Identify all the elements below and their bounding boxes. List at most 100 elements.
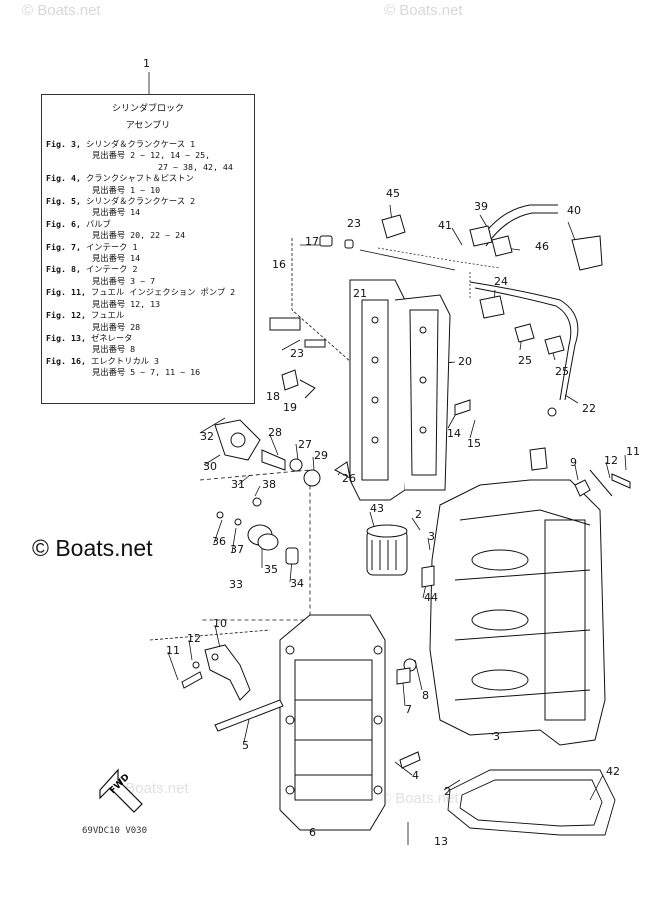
legend-fig-ref: Fig. 5, <box>46 196 81 207</box>
callout-number: 30 <box>203 460 217 473</box>
callout-number: 2 <box>444 785 451 798</box>
legend-fig-ref: Fig. 6, <box>46 218 81 229</box>
legend-row: 見出番号 5 ~ 7, 11 ~ 16 <box>92 367 201 378</box>
legend-fig-ref: Fig. 7, <box>46 241 81 252</box>
callout-number: 12 <box>187 632 201 645</box>
legend-row: 見出番号 2 ~ 12, 14 ~ 25, <box>92 150 211 161</box>
legend-row: 27 ~ 38, 42, 44 <box>158 161 233 172</box>
legend-title-line1: シリンダブロック <box>111 104 184 114</box>
small-parts <box>181 214 631 769</box>
legend-fig-title: エレクトリカル 3 <box>85 355 160 366</box>
legend-row: 見出番号 3 ~ 7 <box>92 275 156 286</box>
gasket <box>447 769 616 836</box>
callout-number: 9 <box>570 456 577 469</box>
callout-number: 3 <box>493 730 500 743</box>
legend-number: 1 <box>143 57 150 70</box>
callout-number: 22 <box>582 402 596 415</box>
callout-number: 26 <box>342 472 356 485</box>
callout-number: 15 <box>467 437 481 450</box>
callout-number: 25 <box>518 354 532 367</box>
callout-number: 17 <box>305 235 319 248</box>
callout-number: 19 <box>283 401 297 414</box>
legend-fig-title: フュエル <box>85 310 125 321</box>
callout-number: 11 <box>626 445 640 458</box>
legend-row: Fig. 12, フュエル <box>46 310 252 321</box>
callout-number: 29 <box>314 449 328 462</box>
callout-number: 16 <box>272 258 286 271</box>
legend-row: Fig. 11, フュエル インジェクション ポンプ 2 <box>46 287 252 298</box>
drawing-code: 69VDC10 V030 <box>82 826 148 836</box>
legend-row: Fig. 5, シリンダ＆クランクケース 2 <box>46 196 252 207</box>
oil-filter <box>366 524 408 576</box>
callout-number: 33 <box>229 578 243 591</box>
callout-number: 45 <box>386 187 400 200</box>
fwd-arrow-icon <box>99 768 143 813</box>
callout-number: 7 <box>405 703 412 716</box>
legend-title-line2: アセンブリ <box>125 121 171 131</box>
callout-number: 21 <box>353 287 367 300</box>
legend-row: 見出番号 14 <box>92 207 141 218</box>
callout-number: 20 <box>458 355 472 368</box>
watermark-bottom-right: © Boats.net <box>380 790 459 807</box>
legend-row: Fig. 7, インテーク 1 <box>46 242 252 253</box>
callout-number: 23 <box>290 347 304 360</box>
callout-number: 43 <box>370 502 384 515</box>
callout-number: 25 <box>555 365 569 378</box>
legend-row: Fig. 4, クランクシャフト＆ピストン <box>46 173 252 184</box>
legend-row: Fig. 16, エレクトリカル 3 <box>46 356 252 367</box>
callout-number: 14 <box>447 427 461 440</box>
legend-row: 見出番号 20, 22 ~ 24 <box>92 230 186 241</box>
callout-number: 31 <box>231 478 245 491</box>
callout-number: 37 <box>230 543 244 556</box>
callout-number: 39 <box>474 200 488 213</box>
callout-number: 5 <box>242 739 249 752</box>
legend-fig-ref: Fig. 13, <box>46 332 86 343</box>
callout-number: 13 <box>434 835 448 848</box>
callout-number: 34 <box>290 577 304 590</box>
callout-number: 4 <box>412 769 419 782</box>
bracket <box>204 644 284 732</box>
callout-number: 12 <box>604 454 618 467</box>
legend-fig-title: フュエル インジェクション ポンプ 2 <box>85 287 236 298</box>
exhaust-cover <box>349 279 451 501</box>
callout-number: 6 <box>309 826 316 839</box>
legend-row: 見出番号 1 ~ 10 <box>92 184 161 195</box>
legend-fig-title: バルブ <box>80 218 111 229</box>
legend-row: 見出番号 14 <box>92 253 141 264</box>
legend-row: Fig. 8, インテーク 2 <box>46 264 252 275</box>
callout-number: 24 <box>494 275 508 288</box>
watermark-top-left: © Boats.net <box>22 2 101 19</box>
callout-number: 38 <box>262 478 276 491</box>
callout-number: 44 <box>424 591 438 604</box>
legend-fig-title: インテーク 1 <box>80 241 138 252</box>
callout-number: 8 <box>422 689 429 702</box>
legend-fig-title: ゼネレータ <box>85 332 133 343</box>
callout-number: 41 <box>438 219 452 232</box>
callout-number: 2 <box>415 508 422 521</box>
callout-number: 35 <box>264 563 278 576</box>
callout-number: 42 <box>606 765 620 778</box>
callout-number: 23 <box>347 217 361 230</box>
callout-number: 28 <box>268 426 282 439</box>
legend-fig-title: インテーク 2 <box>80 264 138 275</box>
legend-fig-ref: Fig. 4, <box>46 173 81 184</box>
callout-number: 10 <box>213 617 227 630</box>
legend-fig-title: シリンダ＆クランクケース 2 <box>80 196 196 207</box>
callout-number: 32 <box>200 430 214 443</box>
legend-row: 見出番号 12, 13 <box>92 298 161 309</box>
legend-row: Fig. 6, バルブ <box>46 219 252 230</box>
callout-number: 18 <box>266 390 280 403</box>
legend-row: Fig. 3, シリンダ＆クランクケース 1 <box>46 139 252 150</box>
legend-row: 見出番号 8 <box>92 344 136 355</box>
legend-row: 見出番号 28 <box>92 321 141 332</box>
legend-fig-ref: Fig. 8, <box>46 264 81 275</box>
callout-number: 40 <box>567 204 581 217</box>
watermark-top-right: © Boats.net <box>384 2 463 19</box>
callout-number: 11 <box>166 644 180 657</box>
legend-fig-title: シリンダ＆クランクケース 1 <box>80 139 196 149</box>
brand-label: © Boats.net <box>32 535 153 561</box>
cylinder-block <box>429 479 606 746</box>
callout-number: 36 <box>212 535 226 548</box>
